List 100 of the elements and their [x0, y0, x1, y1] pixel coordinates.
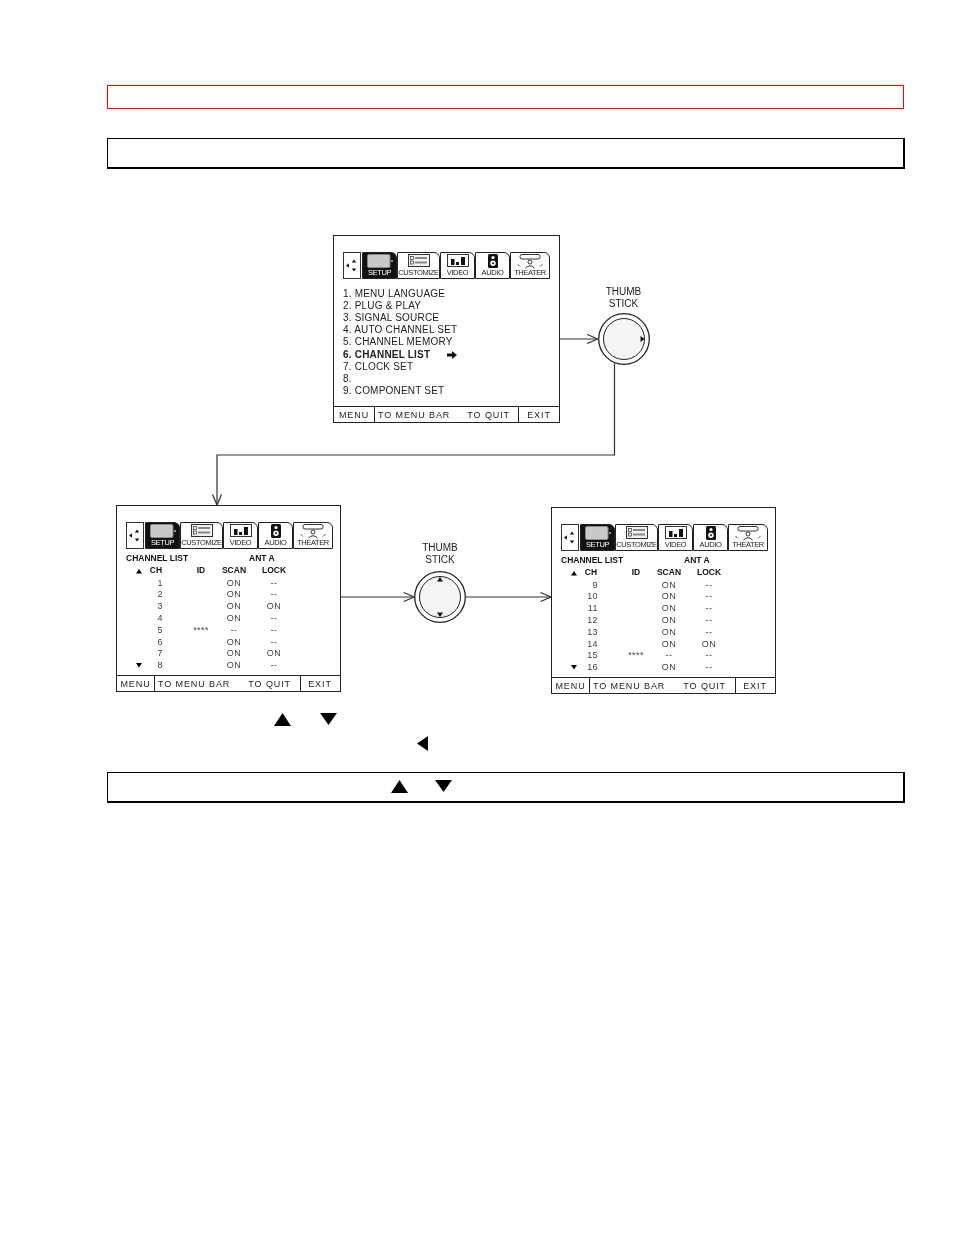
- footer-hint: MENU: [120, 678, 151, 689]
- lock-status: --: [270, 577, 278, 588]
- footer-hint: TO MENU BAR: [593, 680, 666, 691]
- list-title: CHANNEL LIST: [561, 556, 624, 566]
- scan-status: ON: [661, 614, 677, 626]
- menu-item: 5. CHANNEL MEMORY: [343, 336, 453, 349]
- column-header: ID: [631, 568, 641, 578]
- channel-number: 3: [157, 600, 163, 612]
- column-header: CH: [584, 568, 598, 578]
- menu-tab: [615, 523, 658, 551]
- footer-hint: TO QUIT: [248, 678, 291, 689]
- scan-status: ON: [226, 600, 242, 612]
- menu-item: 3. SIGNAL SOURCE: [343, 312, 440, 324]
- menu-item: 9. COMPONENT SET: [343, 385, 445, 397]
- channel-number: 12: [587, 614, 598, 626]
- menu-tab: [658, 523, 693, 551]
- channel-number: 1: [157, 577, 163, 588]
- channel-number: 4: [157, 612, 163, 624]
- lock-status: --: [705, 661, 713, 673]
- channel-number: 14: [587, 638, 598, 649]
- scan-status: ON: [661, 638, 677, 649]
- title-bar: [107, 85, 904, 109]
- footer-hint: MENU: [555, 680, 586, 691]
- antenna-label: ANT A: [249, 554, 275, 564]
- column-header: CH: [149, 566, 163, 576]
- lock-status: ON: [266, 600, 282, 612]
- footer-hint: TO QUIT: [467, 409, 510, 420]
- footer-hint: EXIT: [308, 678, 332, 689]
- note-bar: [107, 772, 905, 803]
- list-title: CHANNEL LIST: [126, 554, 189, 564]
- menu-item: 1. MENU LANGUAGE: [343, 288, 446, 300]
- channel-number: 6: [157, 636, 163, 647]
- scan-status: ON: [226, 659, 242, 671]
- menu-tab: [397, 251, 440, 279]
- footer-hint: TO MENU BAR: [158, 678, 231, 689]
- footer-hint: MENU: [338, 409, 370, 420]
- menu-item: 4. AUTO CHANNEL SET: [343, 324, 458, 337]
- scan-status: --: [665, 650, 673, 661]
- lock-status: --: [705, 591, 713, 602]
- thumb-stick-label: THUMB STICK: [422, 542, 458, 566]
- column-header: LOCK: [261, 566, 287, 576]
- lock-status: --: [705, 626, 713, 637]
- menu-tab: [223, 521, 258, 549]
- scan-status: ON: [661, 661, 677, 673]
- lock-status: --: [270, 624, 278, 635]
- footer-hint: TO MENU BAR: [378, 409, 451, 420]
- menu-tab: [362, 251, 397, 279]
- menu-tab: [693, 523, 728, 551]
- footer-hint: TO QUIT: [683, 680, 726, 691]
- footer-hint: EXIT: [527, 409, 551, 420]
- scan-status: ON: [226, 636, 242, 647]
- scan-status: ON: [226, 589, 242, 600]
- lock-status: --: [270, 589, 278, 600]
- menu-screen: [551, 507, 776, 694]
- lock-status: ON: [266, 648, 282, 659]
- menu-tab: [180, 521, 223, 549]
- menu-tab: [440, 251, 475, 279]
- menu-tab: [475, 251, 510, 279]
- flow-arrow: [465, 591, 552, 603]
- column-header: SCAN: [656, 568, 682, 578]
- menu-screen: [116, 505, 341, 692]
- menu-tab: [510, 251, 550, 279]
- scan-status: ON: [661, 626, 677, 637]
- scan-status: ON: [226, 648, 242, 659]
- menu-tab: [580, 523, 615, 551]
- lock-status: --: [705, 602, 713, 614]
- menu-screen: [333, 235, 560, 423]
- menu-tab: [145, 521, 180, 549]
- lock-status: --: [270, 659, 278, 671]
- channel-number: 10: [587, 591, 598, 602]
- menu-item: 8.: [343, 372, 352, 385]
- menu-tab: [258, 521, 293, 549]
- channel-number: 13: [587, 626, 598, 637]
- scan-status: --: [230, 624, 238, 635]
- lock-status: --: [705, 614, 713, 626]
- channel-number: 5: [157, 624, 163, 635]
- channel-number: 15: [587, 650, 598, 661]
- thumb-stick-label: THUMB STICK: [605, 286, 642, 310]
- lock-status: --: [705, 650, 713, 661]
- flow-arrow: [211, 362, 616, 506]
- channel-number: 9: [592, 579, 598, 590]
- lock-status: --: [705, 579, 713, 590]
- channel-id: ****: [628, 650, 644, 661]
- heading-bar: [107, 138, 905, 169]
- menu-tab: [728, 523, 768, 551]
- scan-status: ON: [226, 577, 242, 588]
- menu-tab: [293, 521, 333, 549]
- antenna-label: ANT A: [684, 556, 710, 566]
- lock-status: --: [270, 612, 278, 624]
- channel-id: ****: [193, 624, 209, 635]
- channel-number: 8: [157, 659, 163, 671]
- lock-status: ON: [701, 638, 717, 649]
- channel-number: 7: [157, 648, 163, 659]
- flow-arrow: [340, 591, 415, 603]
- scan-status: ON: [661, 602, 677, 614]
- column-header: ID: [196, 566, 206, 576]
- menu-item: 7. CLOCK SET: [343, 360, 414, 373]
- footer-hint: EXIT: [743, 680, 767, 691]
- column-header: LOCK: [696, 568, 722, 578]
- flow-arrow: [559, 333, 599, 345]
